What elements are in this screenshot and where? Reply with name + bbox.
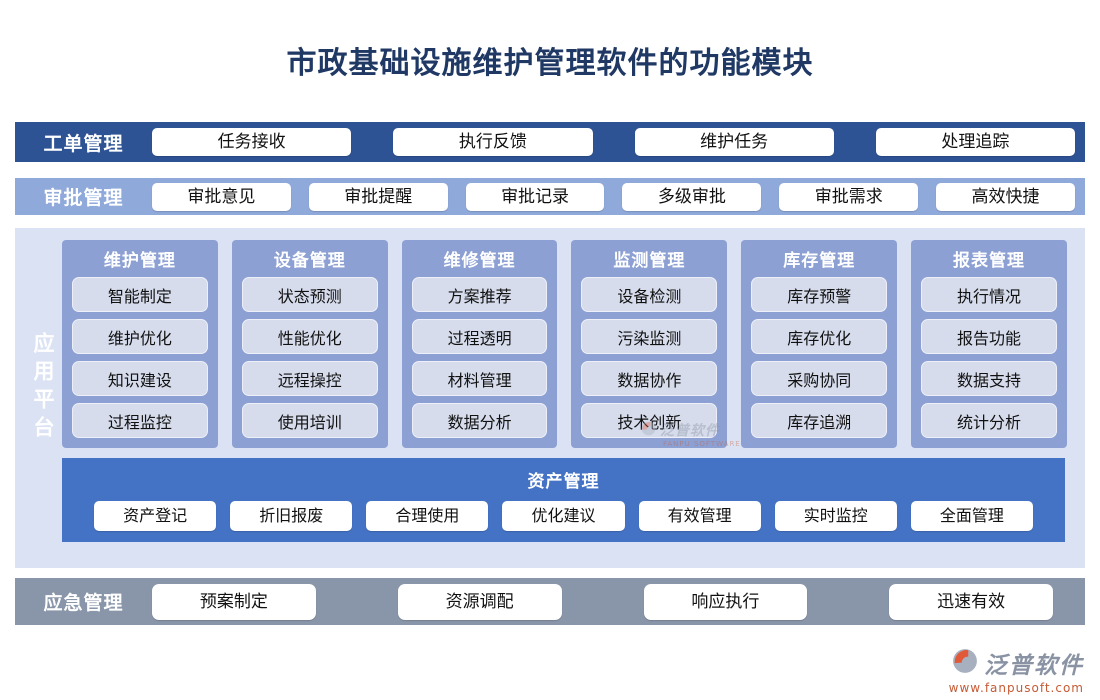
- approval-section: 审批管理 审批意见 审批提醒 审批记录 多级审批 审批需求 高效快捷: [15, 178, 1085, 215]
- module-item[interactable]: 库存追溯: [751, 403, 888, 438]
- watermark-center: 泛普软件 FANPU SOFTWARE: [641, 420, 741, 448]
- module-item[interactable]: 报告功能: [921, 319, 1057, 354]
- workorder-button-3[interactable]: 处理追踪: [875, 128, 1075, 156]
- workorder-button-2[interactable]: 维护任务: [634, 128, 834, 156]
- workorder-button-0[interactable]: 任务接收: [152, 128, 352, 156]
- watermark-brand-text: 泛普软件: [984, 653, 1084, 679]
- approval-button-0[interactable]: 审批意见: [152, 182, 291, 211]
- module-card-equipment: 设备管理 状态预测 性能优化 远程操控 使用培训: [231, 240, 388, 448]
- watermark-bottom-right: 泛普软件 www.fanpusoft.com: [949, 646, 1084, 695]
- emergency-button-2[interactable]: 响应执行: [643, 583, 808, 620]
- module-card-title: 监测管理: [613, 251, 686, 271]
- approval-buttons: 审批意见 审批提醒 审批记录 多级审批 审批需求 高效快捷: [152, 182, 1085, 211]
- approval-button-2[interactable]: 审批记录: [465, 182, 605, 211]
- approval-label: 审批管理: [43, 187, 124, 209]
- emergency-label: 应急管理: [43, 592, 124, 614]
- module-item[interactable]: 统计分析: [921, 403, 1057, 438]
- module-item[interactable]: 智能制定: [72, 277, 208, 312]
- application-platform-label: 应用平台: [31, 332, 55, 444]
- asset-buttons: 资产登记 折旧报废 合理使用 优化建议 有效管理 实时监控 全面管理: [62, 501, 1065, 531]
- module-item[interactable]: 过程监控: [72, 403, 208, 438]
- asset-button-5[interactable]: 实时监控: [774, 501, 897, 531]
- module-item[interactable]: 执行情况: [921, 277, 1057, 312]
- fanpu-logo-icon: [641, 421, 656, 440]
- asset-button-2[interactable]: 合理使用: [366, 501, 489, 531]
- module-item[interactable]: 维护优化: [72, 319, 208, 354]
- asset-button-3[interactable]: 优化建议: [502, 501, 625, 531]
- emergency-buttons: 预案制定 资源调配 响应执行 迅速有效: [152, 583, 1085, 620]
- module-item[interactable]: 采购协同: [751, 361, 888, 396]
- workorder-buttons: 任务接收 执行反馈 维护任务 处理追踪: [152, 128, 1085, 156]
- asset-button-0[interactable]: 资产登记: [94, 501, 217, 531]
- module-item[interactable]: 知识建设: [72, 361, 208, 396]
- module-item[interactable]: 远程操控: [241, 361, 378, 396]
- module-item[interactable]: 方案推荐: [411, 277, 548, 312]
- watermark-brand-text: 泛普软件: [660, 423, 720, 439]
- approval-button-4[interactable]: 审批需求: [779, 182, 919, 211]
- module-card-title: 维护管理: [103, 251, 176, 271]
- watermark-url: www.fanpusoft.com: [948, 681, 1084, 695]
- asset-management-title: 资产管理: [527, 472, 600, 492]
- emergency-button-1[interactable]: 资源调配: [397, 583, 562, 620]
- watermark-sub-text: FANPU SOFTWARE: [663, 440, 741, 448]
- module-item[interactable]: 数据协作: [581, 361, 718, 396]
- asset-button-1[interactable]: 折旧报废: [230, 501, 353, 531]
- workorder-label: 工单管理: [43, 132, 124, 155]
- workorder-section: 工单管理 任务接收 执行反馈 维护任务 处理追踪: [15, 122, 1085, 162]
- module-item[interactable]: 状态预测: [241, 277, 378, 312]
- page-title: 市政基础设施维护管理软件的功能模块: [286, 46, 814, 81]
- module-card-title: 维修管理: [443, 251, 516, 271]
- module-item[interactable]: 数据支持: [921, 361, 1057, 396]
- module-item[interactable]: 过程透明: [411, 319, 548, 354]
- asset-button-4[interactable]: 有效管理: [638, 501, 761, 531]
- module-item[interactable]: 使用培训: [241, 403, 378, 438]
- application-platform-section: 应用平台 维护管理 智能制定 维护优化 知识建设 过程监控 设备管理 状态预测 …: [15, 228, 1085, 568]
- module-card-title: 报表管理: [953, 251, 1026, 271]
- module-item[interactable]: 库存预警: [751, 277, 888, 312]
- module-item[interactable]: 技术创新: [581, 403, 718, 438]
- module-item[interactable]: 数据分析: [411, 403, 548, 438]
- module-item[interactable]: 性能优化: [241, 319, 378, 354]
- module-item[interactable]: 污染监测: [581, 319, 718, 354]
- module-card-repair: 维修管理 方案推荐 过程透明 材料管理 数据分析: [401, 240, 558, 448]
- module-columns: 维护管理 智能制定 维护优化 知识建设 过程监控 设备管理 状态预测 性能优化 …: [62, 240, 1067, 448]
- approval-button-3[interactable]: 多级审批: [622, 182, 762, 211]
- workorder-button-1[interactable]: 执行反馈: [393, 128, 593, 156]
- module-card-inventory: 库存管理 库存预警 库存优化 采购协同 库存追溯: [741, 240, 898, 448]
- module-item[interactable]: 设备检测: [581, 277, 718, 312]
- module-item[interactable]: 材料管理: [411, 361, 548, 396]
- module-card-title: 库存管理: [783, 251, 856, 271]
- module-card-title: 设备管理: [273, 251, 346, 271]
- emergency-button-0[interactable]: 预案制定: [152, 583, 316, 620]
- asset-management-section: 资产管理 资产登记 折旧报废 合理使用 优化建议 有效管理 实时监控 全面管理: [62, 458, 1065, 542]
- module-card-report: 报表管理 执行情况 报告功能 数据支持 统计分析: [911, 240, 1067, 448]
- asset-button-6[interactable]: 全面管理: [910, 501, 1033, 531]
- module-card-monitoring: 监测管理 设备检测 污染监测 数据协作 技术创新: [571, 240, 728, 448]
- module-item[interactable]: 库存优化: [751, 319, 888, 354]
- fanpu-logo-icon: [952, 648, 978, 678]
- approval-button-1[interactable]: 审批提醒: [308, 182, 448, 211]
- module-card-maintenance: 维护管理 智能制定 维护优化 知识建设 过程监控: [62, 240, 218, 448]
- approval-button-5[interactable]: 高效快捷: [936, 182, 1075, 211]
- emergency-section: 应急管理 预案制定 资源调配 响应执行 迅速有效: [15, 578, 1085, 625]
- emergency-button-3[interactable]: 迅速有效: [889, 583, 1053, 620]
